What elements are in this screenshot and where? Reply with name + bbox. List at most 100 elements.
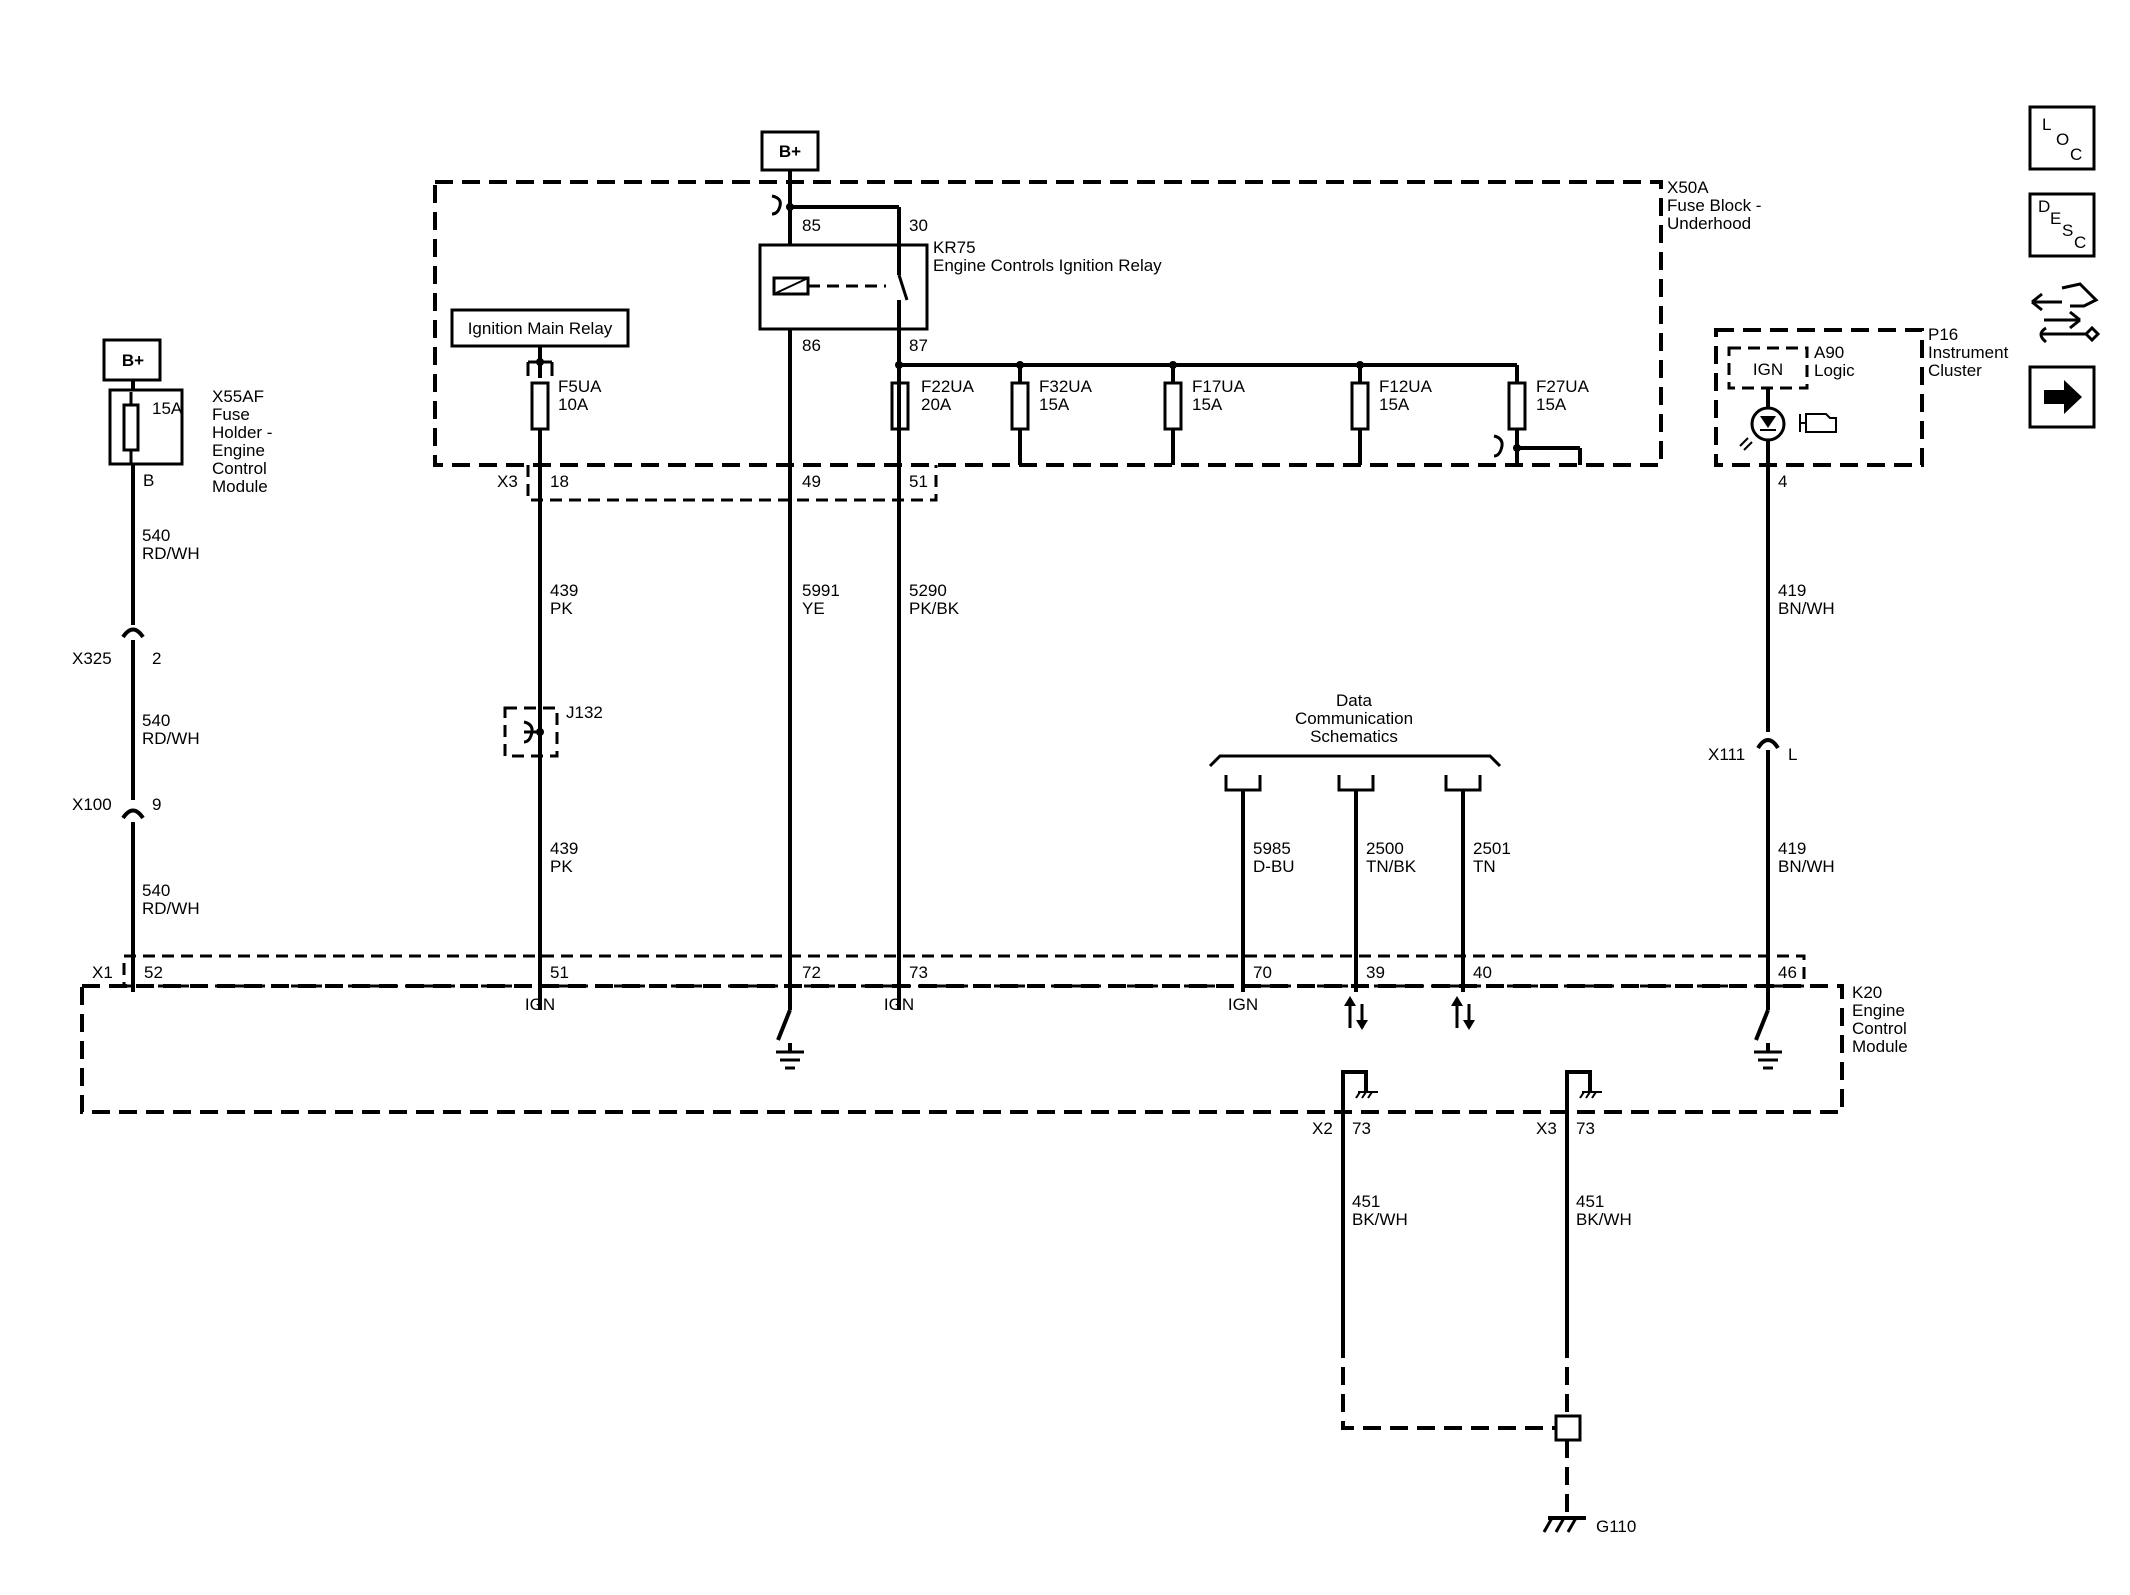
bplus-top: B+ [760, 130, 899, 216]
w5290-circuit: 5290 [909, 581, 947, 600]
circuit-439: 439 PK J132 439 PK [503, 581, 603, 876]
w540a-circuit: 540 [142, 526, 170, 545]
w540a-color: RD/WH [142, 544, 200, 563]
g110-ground: G110 [1341, 1340, 1636, 1536]
x1-pin39: 39 [1366, 963, 1385, 982]
x1-pin52: 52 [144, 963, 163, 982]
x3-top-pin18: 18 [550, 472, 569, 491]
loc-button[interactable]: L O C [2028, 105, 2096, 171]
x100-pin: 9 [152, 795, 161, 814]
fuse-f32ua: F32UA 15A [1010, 361, 1093, 465]
kr75-pin-30: 30 [909, 216, 928, 235]
w540c-color: RD/WH [142, 899, 200, 918]
kr75-name: Engine Controls Ignition Relay [933, 256, 1162, 275]
x3-bottom-pin: 73 [1576, 1119, 1595, 1138]
kr75-pin-87: 87 [909, 336, 928, 355]
fuse-f27ua: F27UA 15A [1493, 365, 1590, 465]
data-comm-line3: Schematics [1310, 727, 1398, 746]
f17ua-rating: 15A [1192, 395, 1223, 414]
f32ua-id: F32UA [1039, 377, 1093, 396]
k20-engine-control-module: X1 52 51 72 73 70 39 40 46 IGN IGN IGN K… [80, 954, 1908, 1114]
x55af-line4: Control [212, 459, 267, 478]
f22ua-id: F22UA [921, 377, 975, 396]
k20-id: K20 [1852, 983, 1882, 1002]
desc-s: S [2062, 221, 2073, 240]
x50a-line2: Underhood [1667, 214, 1751, 233]
w451a-color: BK/WH [1352, 1210, 1408, 1229]
p16-line2: Cluster [1928, 361, 1982, 380]
p16-pin: 4 [1778, 472, 1787, 491]
x55af-line1: Fuse [212, 405, 250, 424]
circuit-5991: 5991 YE [776, 329, 840, 1070]
f5ua-rating: 10A [558, 395, 589, 414]
ignition-main-relay-ref[interactable]: Ignition Main Relay [450, 308, 630, 348]
w419a-color: BN/WH [1778, 599, 1835, 618]
x50a-line1: Fuse Block - [1667, 196, 1761, 215]
w2500-color: TN/BK [1366, 857, 1417, 876]
k20-line2: Control [1852, 1019, 1907, 1038]
serial-data-arrows-40 [1451, 996, 1475, 1030]
desc-button[interactable]: D E S C [2028, 192, 2096, 258]
w439a-color: PK [550, 599, 573, 618]
w451b-circuit: 451 [1576, 1192, 1604, 1211]
fuse-f12ua: F12UA 15A [1350, 361, 1433, 465]
p16-instrument-cluster: IGN A90 Logic P16 Instrument Cluster 4 [1714, 325, 2009, 491]
kr75-relay: 85 30 86 87 KR75 Engine Controls Ignitio… [758, 207, 1162, 355]
w2501-color: TN [1473, 857, 1496, 876]
ecm-ign-73: IGN [884, 995, 914, 1014]
w419b-color: BN/WH [1778, 857, 1835, 876]
w2501-circuit: 2501 [1473, 839, 1511, 858]
w540c-circuit: 540 [142, 881, 170, 900]
w451b-color: BK/WH [1576, 1210, 1632, 1229]
circuit-419: 419 BN/WH X111 L 419 BN/WH [1708, 465, 1835, 1070]
bplus-label-top: B+ [779, 142, 801, 161]
x1-pin73: 73 [909, 963, 928, 982]
x3-bottom-id: X3 [1536, 1119, 1557, 1138]
w419a-circuit: 419 [1778, 581, 1806, 600]
f22ua-rating: 20A [921, 395, 952, 414]
fuse-f17ua: F17UA 15A [1163, 361, 1246, 465]
f32ua-rating: 15A [1039, 395, 1070, 414]
w5985-color: D-BU [1253, 857, 1295, 876]
desc-c: C [2074, 233, 2086, 252]
x55af-pin: B [143, 471, 154, 490]
next-button[interactable] [2028, 365, 2096, 429]
fuse-f22ua: F22UA 20A [890, 377, 975, 431]
wrench-icon[interactable] [2039, 325, 2101, 344]
connector-end-view-icon[interactable] [2031, 282, 2099, 330]
loc-o: O [2056, 130, 2069, 149]
x1-id: X1 [92, 963, 113, 982]
x1-pin72: 72 [802, 963, 821, 982]
kr75-pin-85: 85 [802, 216, 821, 235]
data-comm-line2: Communication [1295, 709, 1413, 728]
w5985-circuit: 5985 [1253, 839, 1291, 858]
desc-d: D [2038, 197, 2050, 216]
f17ua-id: F17UA [1192, 377, 1246, 396]
x55af-line5: Module [212, 477, 268, 496]
a90-ign: IGN [1753, 360, 1783, 379]
w5991-color: YE [802, 599, 825, 618]
check-engine-icon [1799, 413, 1837, 433]
x1-pin40: 40 [1473, 963, 1492, 982]
x111-pin: L [1788, 745, 1797, 764]
x2-bottom-pin: 73 [1352, 1119, 1371, 1138]
f27ua-rating: 15A [1536, 395, 1567, 414]
data-comm-connectors: 5985 D-BU 2500 TN/BK 2501 TN [1224, 775, 1511, 992]
x325-pin: 2 [152, 649, 161, 668]
kr75-id: KR75 [933, 238, 976, 257]
x111-id: X111 [1708, 745, 1745, 764]
w540b-circuit: 540 [142, 711, 170, 730]
circuit-540: 540 RD/WH X325 2 540 RD/WH X100 9 540 RD… [72, 464, 200, 992]
x3-top-pin51: 51 [909, 472, 928, 491]
p16-id: P16 [1928, 325, 1958, 344]
g110-id: G110 [1596, 1517, 1636, 1536]
x55af-line2: Holder - [212, 423, 272, 442]
x100-id: X100 [72, 795, 112, 814]
x3-top-pin49: 49 [802, 472, 821, 491]
desc-e: E [2050, 209, 2061, 228]
circuit-451-x3: X3 73 451 BK/WH [1536, 1070, 1632, 1340]
f5ua-id: F5UA [558, 377, 602, 396]
data-communication-ref[interactable]: Data Communication Schematics [1208, 691, 1502, 768]
w5290-color: PK/BK [909, 599, 960, 618]
